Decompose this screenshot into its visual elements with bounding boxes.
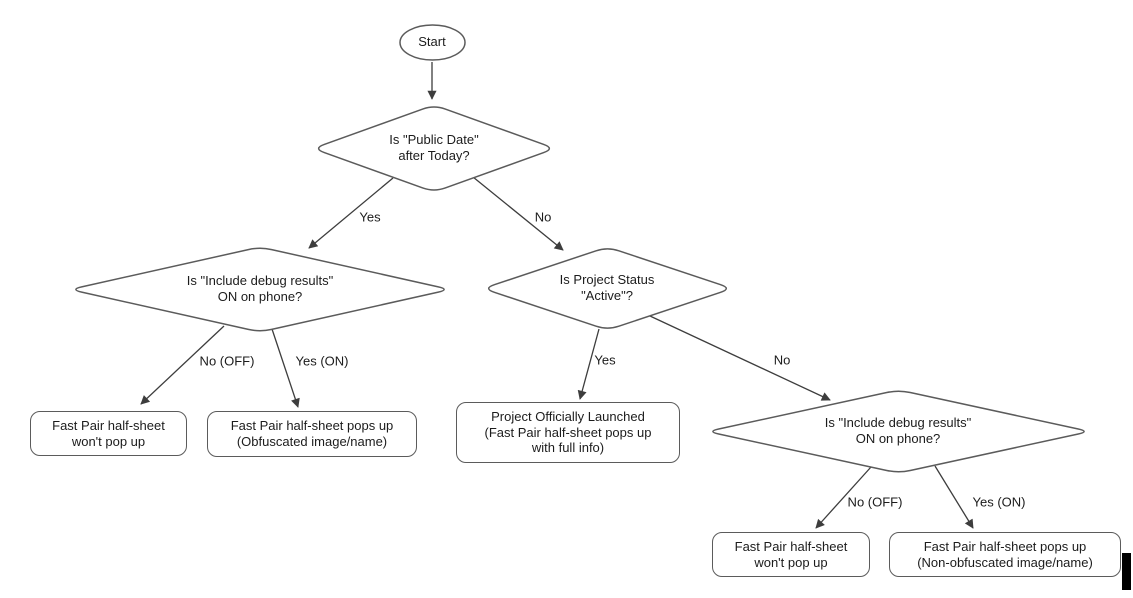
result-launched-box: Project Officially Launched (Fast Pair h… <box>456 402 680 463</box>
edge-label-debug-left-no: No (OFF) <box>199 353 255 369</box>
edge-project-status-yes <box>577 328 600 400</box>
edge-public-date-no <box>472 176 564 251</box>
start-node-shape <box>399 24 466 61</box>
decision-public-date-label: Is "Public Date" after Today? <box>389 132 479 163</box>
decision-project-status-label: Is Project Status "Active"? <box>559 272 655 303</box>
result-obfuscated-box: Fast Pair half-sheet pops up (Obfuscated… <box>207 411 417 457</box>
decision-public-date-shape <box>317 106 551 191</box>
edge-debug-left-no-off <box>140 325 225 405</box>
result-no-popup-right-box: Fast Pair half-sheet won't pop up <box>712 532 870 577</box>
edge-label-project-status-no: No <box>773 352 791 368</box>
result-non-obfuscated-box: Fast Pair half-sheet pops up (Non-obfusc… <box>889 532 1121 577</box>
edge-debug-right-yes-on <box>934 465 974 529</box>
edge-label-project-status-yes: Yes <box>594 352 616 368</box>
edge-label-debug-left-yes: Yes (ON) <box>295 353 349 369</box>
start-node-label: Start <box>418 34 446 50</box>
decision-debug-right-label: Is "Include debug results" ON on phone? <box>824 415 972 446</box>
edge-public-date-yes <box>308 177 394 249</box>
edge-project-status-no <box>649 315 831 401</box>
edge-label-public-date-yes: Yes <box>359 209 381 225</box>
result-no-popup-left-box: Fast Pair half-sheet won't pop up <box>30 411 187 456</box>
decision-debug-right-shape <box>712 390 1085 473</box>
edge-label-debug-right-no: No (OFF) <box>847 494 903 510</box>
text-cursor-artifact <box>1122 553 1131 590</box>
edge-debug-left-yes-on <box>271 328 300 408</box>
decision-debug-left-label: Is "Include debug results" ON on phone? <box>186 273 334 304</box>
decision-debug-left-shape <box>75 247 445 332</box>
edge-debug-right-no-off <box>815 466 872 529</box>
edge-label-public-date-no: No <box>534 209 552 225</box>
edge-label-debug-right-yes: Yes (ON) <box>972 494 1026 510</box>
decision-project-status-shape <box>487 248 728 329</box>
